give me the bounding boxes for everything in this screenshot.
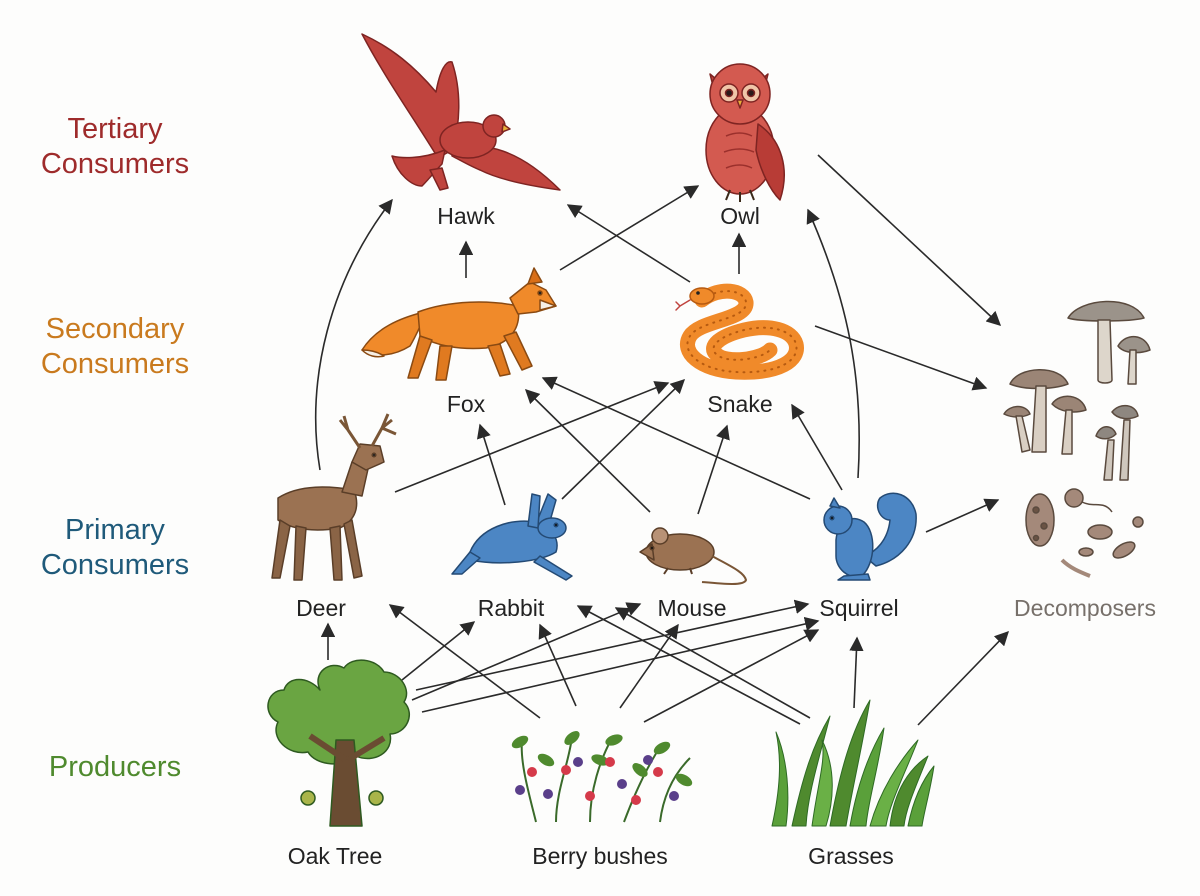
- label-grasses: Grasses: [808, 843, 894, 869]
- owl-icon: [705, 63, 785, 202]
- arrow-oak-squirrel-2: [421, 616, 820, 713]
- snake-icon: [675, 283, 804, 380]
- level-label-secondary: Secondary Consumers: [40, 313, 190, 380]
- label-hawk: Hawk: [437, 203, 495, 229]
- arrow-squirrel-owl: [806, 208, 861, 479]
- label-decomposers: Decomposers: [1014, 595, 1156, 621]
- arrow-deer-snake: [394, 381, 670, 493]
- arrow-mouse-snake: [697, 424, 730, 515]
- arrow-snake-hawk: [566, 204, 691, 283]
- grass-icon: [771, 699, 935, 827]
- squirrel-icon: [823, 492, 917, 581]
- fox-icon: [361, 267, 557, 381]
- arrow-squirrel-decomposers: [925, 498, 1000, 533]
- label-owl: Owl: [720, 203, 760, 229]
- label-snake: Snake: [707, 391, 773, 417]
- level-label-tertiary: Tertiary Consumers: [40, 113, 190, 180]
- arrow-deer-hawk: [315, 198, 393, 471]
- arrow-berry-deer: [388, 604, 541, 719]
- arrow-berry-mouse-1: [619, 623, 679, 709]
- arrow-grasses-mouse: [614, 607, 811, 719]
- arrow-squirrel-fox: [541, 376, 811, 500]
- hawk-icon: [361, 33, 561, 191]
- level-label-producers: Producers: [48, 751, 182, 783]
- label-squirrel: Squirrel: [819, 595, 899, 621]
- label-fox: Fox: [446, 391, 486, 417]
- arrow-grasses-decomposers: [917, 630, 1010, 726]
- arrow-rabbit-fox: [476, 423, 506, 506]
- level-label-primary: Primary Consumers: [40, 514, 190, 581]
- berry-bush-icon: [511, 731, 693, 823]
- mushroom-icon: [1003, 300, 1151, 481]
- label-oak-tree: Oak Tree: [287, 843, 383, 869]
- arrow-squirrel-snake: [791, 403, 843, 491]
- arrow-berry-rabbit: [538, 623, 577, 707]
- arrow-oak-squirrel-1: [415, 599, 810, 691]
- label-deer: Deer: [296, 595, 346, 621]
- arrow-oak-mouse: [411, 602, 642, 701]
- label-rabbit: Rabbit: [477, 595, 545, 621]
- oak-tree-icon: [267, 659, 410, 827]
- arrow-owl-decomposers: [817, 154, 1002, 326]
- mouse-icon: [639, 527, 747, 585]
- arrow-berry-mouse-2: [643, 629, 820, 723]
- deer-icon: [271, 413, 397, 581]
- arrow-mouse-fox: [524, 388, 651, 513]
- label-mouse: Mouse: [657, 595, 727, 621]
- microbe-icon: [1025, 488, 1144, 578]
- rabbit-icon: [451, 493, 573, 581]
- energy-flow-arrows: [315, 154, 1010, 726]
- arrow-fox-owl: [559, 185, 700, 271]
- arrow-grasses-squirrel: [849, 636, 864, 709]
- arrow-oak-rabbit: [401, 621, 476, 681]
- label-berry-bushes: Berry bushes: [532, 843, 668, 869]
- arrow-grasses-rabbit: [576, 605, 801, 725]
- arrow-rabbit-snake: [561, 378, 686, 500]
- arrow-snake-decomposers: [814, 325, 988, 391]
